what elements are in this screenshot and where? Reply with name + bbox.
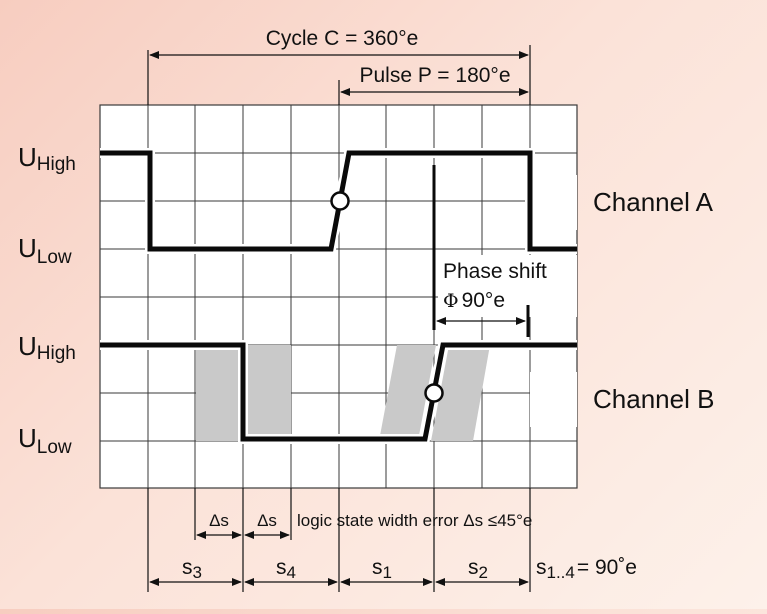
error-band-left-2 (248, 345, 291, 441)
s1-label: s1 (372, 556, 392, 582)
phase-shift-label: Phase shift (443, 260, 547, 283)
delta-s-label-2: Δs (257, 511, 277, 530)
channel-b-u-high-label: UHigh (18, 331, 76, 364)
s4-label: s4 (276, 556, 296, 582)
channel-a-signal (100, 148, 577, 254)
s3-label: s3 (182, 556, 202, 582)
lower-extension-lines (147, 488, 531, 592)
channel-b-u-low-label: ULow (18, 423, 72, 458)
channel-a-label: Channel A (593, 187, 714, 217)
channel-b-label: Channel B (593, 384, 714, 414)
pulse-label: Pulse P = 180°e (359, 64, 510, 87)
error-band-right-1 (379, 345, 436, 441)
channel-b-label-bg (530, 372, 577, 427)
phase-shift-label-bg (438, 255, 577, 317)
channel-b-edge-marker (424, 383, 444, 403)
s2-label: s2 (468, 556, 488, 582)
state-width-label: s1..4= 90˚e (536, 556, 637, 582)
cycle-label: Cycle C = 360°e (266, 27, 419, 50)
phase-shift-symbol: Φ (443, 290, 459, 312)
logic-state-error-label: logic state width error Δs ≤45°e (297, 511, 532, 530)
channel-b-signal (100, 340, 577, 444)
channel-a-edge-marker (330, 191, 350, 211)
error-band-left-1 (196, 345, 242, 441)
phase-shift-degrees: 90°e (462, 289, 505, 312)
channel-a-u-high-label: UHigh (18, 142, 76, 175)
extension-lines (147, 45, 531, 105)
error-band-right-2 (431, 345, 490, 441)
channel-a-u-low-label: ULow (18, 233, 72, 268)
error-bands (196, 345, 490, 441)
delta-s-label-1: Δs (209, 511, 229, 530)
channel-a-label-bg (530, 175, 577, 230)
